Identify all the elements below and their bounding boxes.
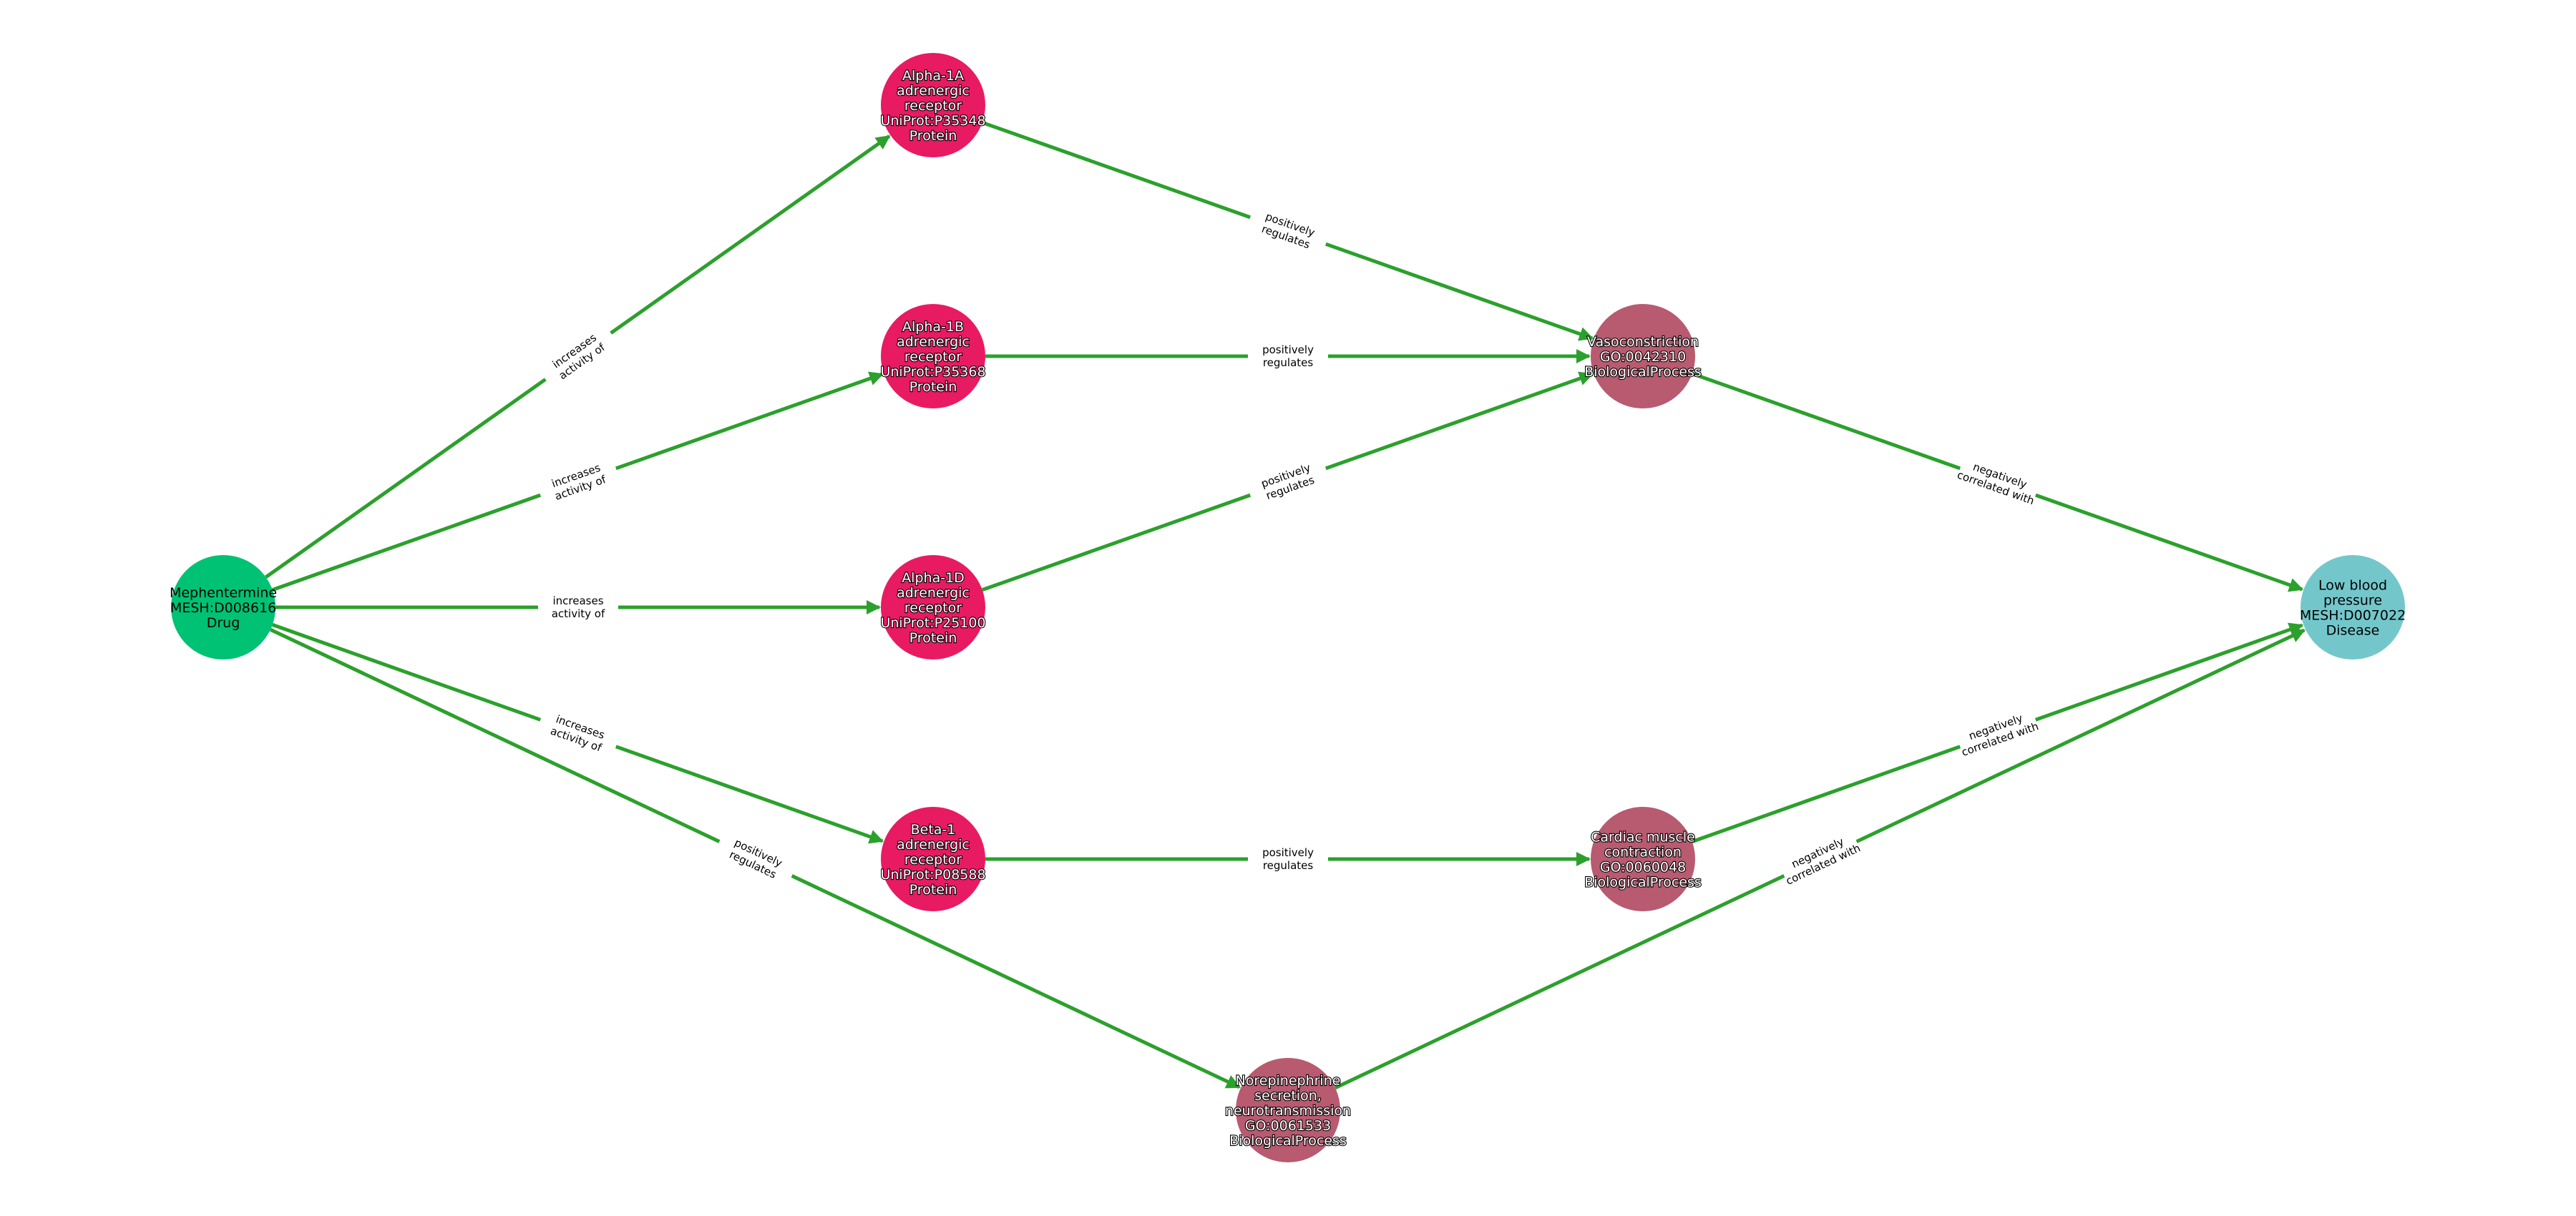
node-label-line: adrenergic (897, 334, 970, 350)
edge-label-line: increases (552, 594, 603, 607)
node-label-line: Disease (2326, 623, 2380, 639)
node-alpha1d[interactable]: Alpha-1DadrenergicreceptorUniProt:P25100… (879, 555, 987, 660)
node-label-line: receptor (904, 852, 962, 868)
node-label-line: Protein (909, 882, 957, 898)
node-circle[interactable] (881, 304, 985, 408)
edge-label-line: regulates (1263, 356, 1314, 369)
node-norepinephrine[interactable]: Norepinephrinesecretion,neurotransmissio… (1224, 1058, 1352, 1162)
node-label-line: Drug (207, 615, 240, 631)
node-label-line: pressure (2323, 593, 2382, 609)
node-circle[interactable] (1591, 807, 1695, 911)
node-circle[interactable] (1236, 1058, 1340, 1162)
nodes-layer: MephentermineMESH:D008616DrugAlpha-1Aadr… (170, 53, 2406, 1162)
node-circle[interactable] (2301, 555, 2405, 660)
node-label-line: contraction (1604, 845, 1682, 860)
node-label-line: adrenergic (897, 585, 970, 601)
node-label-line: Alpha-1D (902, 570, 965, 586)
node-circle[interactable] (1591, 304, 1695, 408)
node-label-line: UniProt:P25100 (880, 615, 985, 631)
node-beta1[interactable]: Beta-1adrenergicreceptorUniProt:P08588Pr… (879, 807, 987, 911)
node-alpha1a[interactable]: Alpha-1AadrenergicreceptorUniProt:P35348… (879, 53, 987, 157)
node-label-line: MESH:D008616 (170, 600, 276, 616)
node-label-line: GO:0042310 (1600, 349, 1686, 365)
node-label-line: GO:0061533 (1245, 1118, 1331, 1134)
node-circle[interactable] (881, 807, 985, 911)
node-label-line: GO:0060048 (1600, 860, 1686, 876)
node-circle[interactable] (881, 555, 985, 660)
node-circle[interactable] (171, 555, 275, 660)
node-label-line: Norepinephrine (1236, 1073, 1341, 1089)
node-label-line: UniProt:P35368 (880, 364, 985, 380)
node-label-line: UniProt:P08588 (880, 867, 985, 883)
node-label-line: receptor (904, 98, 962, 114)
node-label-line: Cardiac muscle (1591, 830, 1695, 845)
node-label-line: UniProt:P35348 (880, 113, 985, 129)
node-label-line: secretion, (1254, 1088, 1322, 1104)
edge-label-line: positively (1262, 343, 1314, 356)
node-label-line: BiologicalProcess (1584, 875, 1702, 891)
node-label-line: receptor (904, 349, 962, 365)
node-label-line: receptor (904, 600, 962, 616)
node-cardiac[interactable]: Cardiac musclecontractionGO:0060048Biolo… (1584, 807, 1702, 911)
node-label-line: Alpha-1A (902, 68, 964, 84)
node-label-line: Beta-1 (911, 822, 956, 838)
node-label-line: MESH:D007022 (2300, 608, 2406, 624)
node-label-line: BiologicalProcess (1584, 364, 1702, 380)
node-alpha1b[interactable]: Alpha-1BadrenergicreceptorUniProt:P35368… (879, 304, 987, 408)
node-label-line: BiologicalProcess (1229, 1133, 1347, 1149)
node-label-line: Protein (909, 128, 957, 144)
node-label-line: Vasoconstriction (1587, 334, 1699, 350)
node-label-line: adrenergic (897, 837, 970, 853)
node-label-line: neurotransmission (1225, 1103, 1351, 1119)
node-circle[interactable] (881, 53, 985, 157)
edge-label-line: activity of (552, 607, 605, 620)
node-label-line: Protein (909, 379, 957, 395)
node-label-line: Low blood (2318, 578, 2387, 594)
node-label-line: Alpha-1B (902, 319, 964, 335)
node-label-line: adrenergic (897, 83, 970, 99)
edge-label-line: positively (1262, 846, 1314, 859)
node-label-line: Mephentermine (170, 585, 277, 601)
edge-label-line: regulates (1263, 859, 1314, 872)
node-vasoconstriction[interactable]: VasoconstrictionGO:0042310BiologicalProc… (1584, 304, 1702, 408)
node-label-line: Protein (909, 630, 957, 646)
